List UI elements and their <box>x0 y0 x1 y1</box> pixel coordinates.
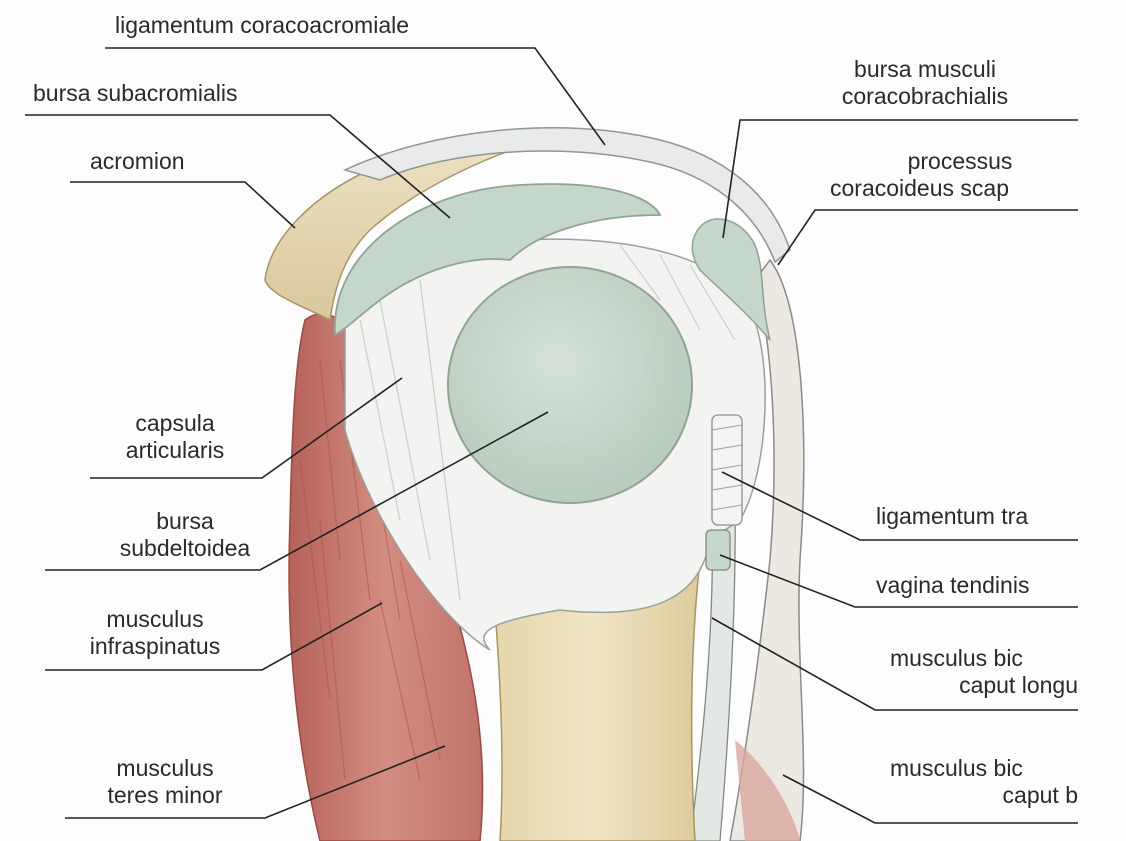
label-line: coracobrachialis <box>800 83 1050 110</box>
label-processus-coracoideus: processus coracoideus scap <box>830 148 1078 202</box>
label-line: articularis <box>100 437 250 464</box>
label-acromion: acromion <box>90 148 185 175</box>
label-ligamentum-transversum: ligamentum tra <box>876 503 1078 530</box>
leader-processus-coracoideus <box>778 210 1078 265</box>
label-line: infraspinatus <box>60 633 250 660</box>
label-biceps-caput-breve: musculus bic caput b <box>876 755 1078 809</box>
label-ligamentum-coracoacromiale: ligamentum coracoacromiale <box>115 12 409 39</box>
label-vagina-tendinis: vagina tendinis <box>876 572 1078 599</box>
label-line: capsula <box>100 410 250 437</box>
label-line: processus <box>830 148 1078 175</box>
label-line: bursa musculi <box>800 56 1050 83</box>
label-line: musculus <box>60 606 250 633</box>
humeral-head-shape <box>448 267 692 503</box>
label-line: teres minor <box>80 782 250 809</box>
label-line: caput b <box>876 782 1078 809</box>
leader-acromion <box>70 182 295 228</box>
label-musculus-teres-minor: musculus teres minor <box>80 755 250 809</box>
label-line: musculus bic <box>876 755 1078 782</box>
label-line: coracoideus scap <box>830 175 1078 202</box>
label-bursa-subacromialis: bursa subacromialis <box>33 80 238 107</box>
label-line: musculus bic <box>876 645 1078 672</box>
label-biceps-caput-longum: musculus bic caput longu <box>876 645 1078 699</box>
label-bursa-subdeltoidea: bursa subdeltoidea <box>100 508 270 562</box>
label-line: caput longu <box>876 672 1078 699</box>
label-capsula-articularis: capsula articularis <box>100 410 250 464</box>
label-line: subdeltoidea <box>100 535 270 562</box>
label-line: bursa <box>100 508 270 535</box>
label-line: musculus <box>80 755 250 782</box>
label-musculus-infraspinatus: musculus infraspinatus <box>60 606 250 660</box>
label-bursa-coracobrachialis: bursa musculi coracobrachialis <box>800 56 1050 110</box>
